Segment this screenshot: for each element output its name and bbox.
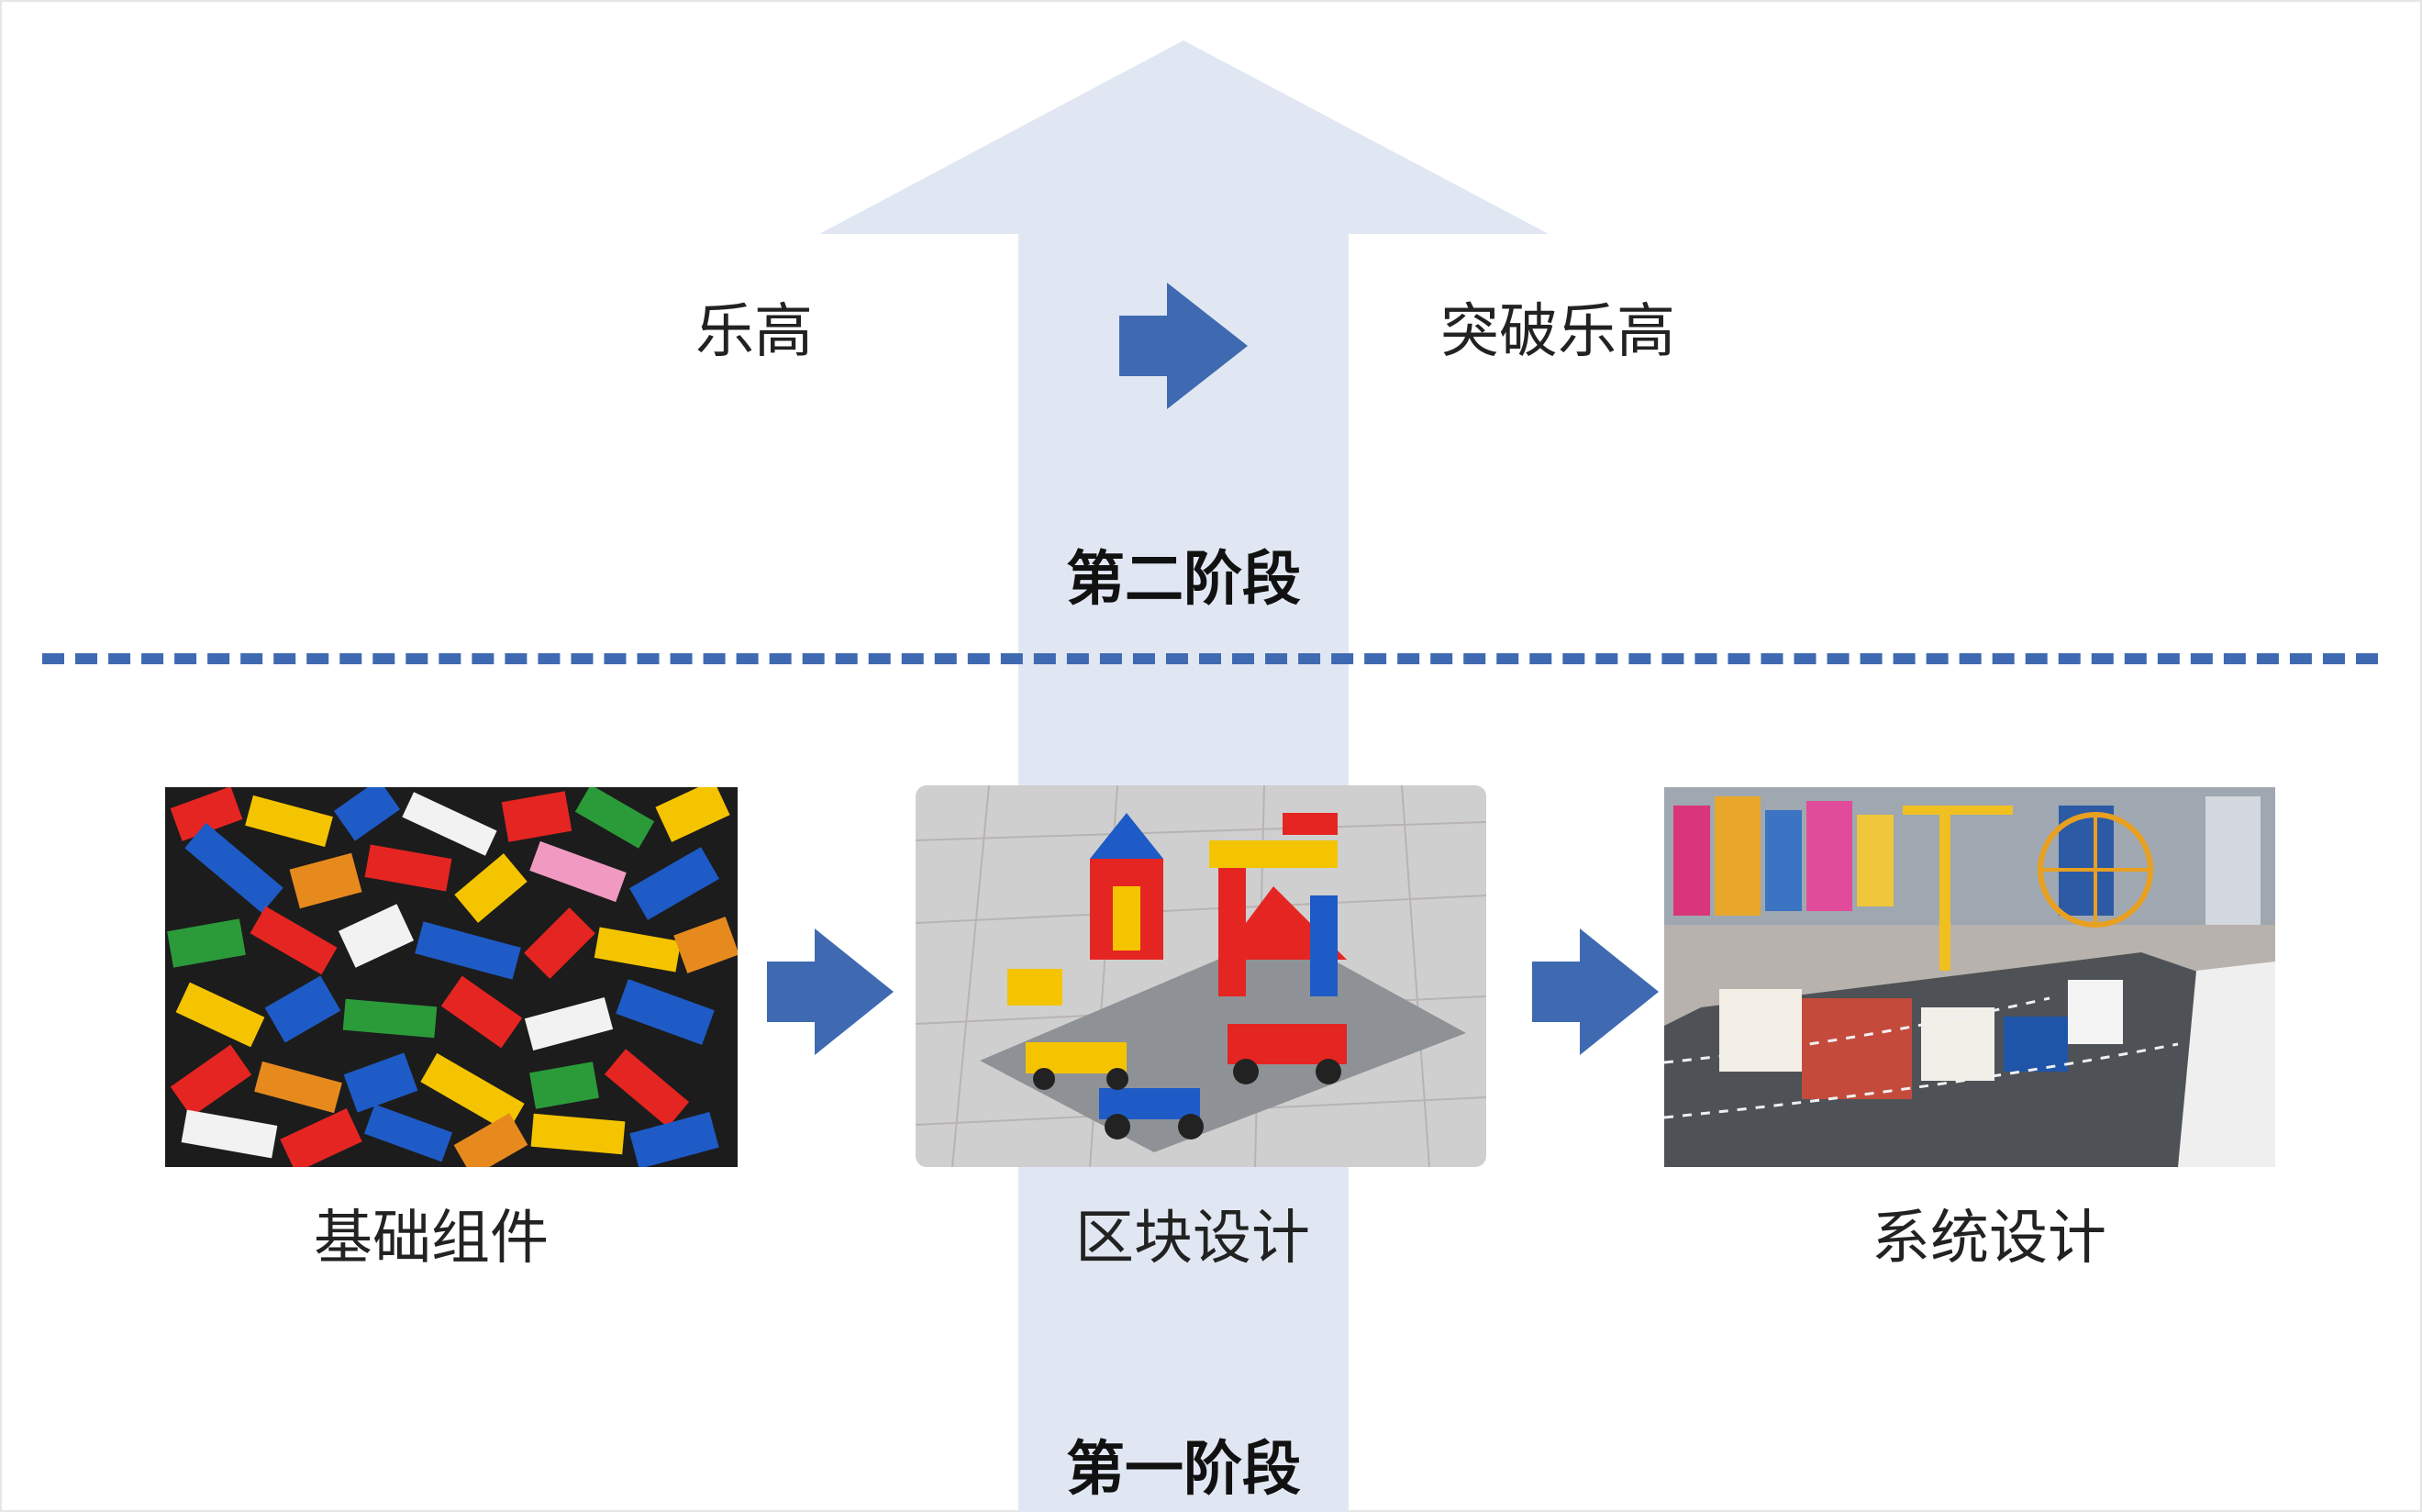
item-label-system-design: 系统设计 bbox=[1872, 1205, 2106, 1273]
top-to-label: 突破乐高 bbox=[1440, 298, 1675, 366]
stage-two-label: 第二阶段 bbox=[1066, 546, 1301, 614]
right-arrow-icon bbox=[1532, 928, 1659, 1055]
stage-divider bbox=[42, 653, 2378, 664]
top-from-label: 乐高 bbox=[695, 298, 813, 366]
item-label-block-design: 区块设计 bbox=[1075, 1205, 1310, 1273]
lego-bricks-image bbox=[165, 787, 738, 1167]
item-label-basic-components: 基础组件 bbox=[314, 1205, 549, 1273]
right-arrow-icon bbox=[1119, 283, 1248, 409]
stage-one-label: 第一阶段 bbox=[1066, 1436, 1301, 1504]
lego-city-system-image bbox=[1664, 787, 2275, 1167]
lego-block-build-image bbox=[916, 785, 1486, 1167]
right-arrow-icon bbox=[767, 928, 894, 1055]
